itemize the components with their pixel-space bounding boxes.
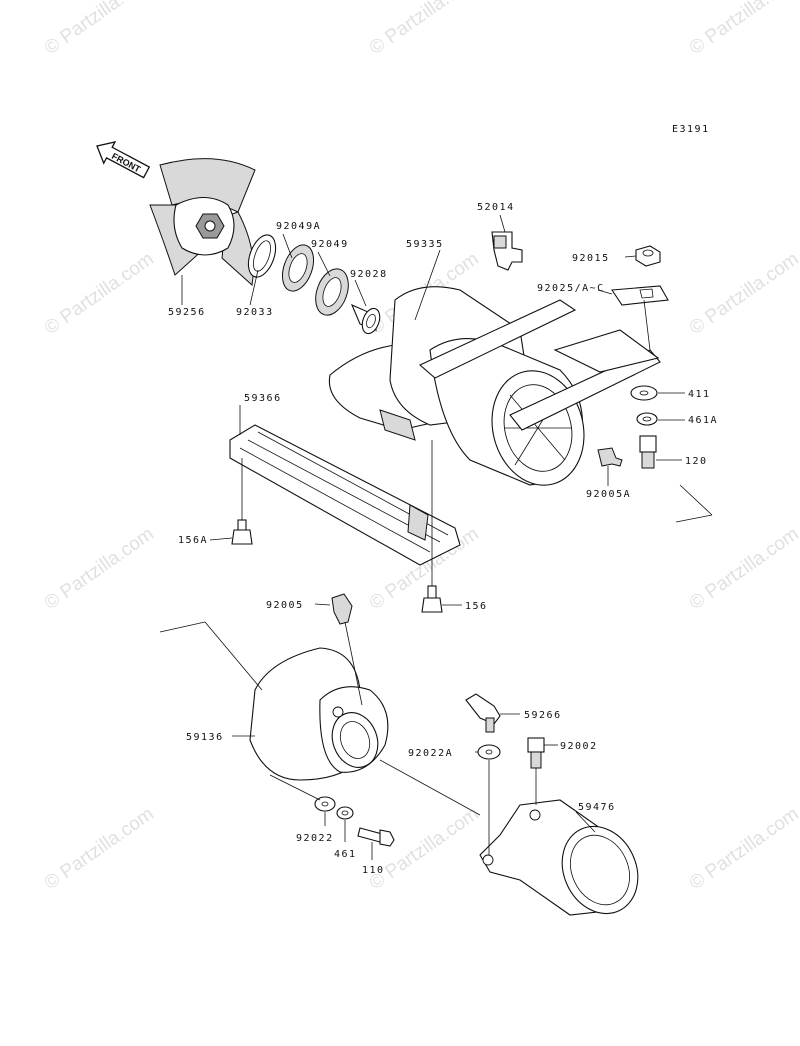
washer-a-part[interactable]	[477, 744, 501, 760]
part-label-59136[interactable]: 59136	[186, 732, 224, 743]
part-label-92002[interactable]: 92002	[560, 741, 598, 752]
ride-plate-pad-part[interactable]	[229, 424, 461, 566]
watermark: © Partzilla.com	[686, 0, 800, 59]
part-label-59476[interactable]: 59476	[578, 802, 616, 813]
part-label-120[interactable]: 120	[685, 456, 708, 467]
part-label-92022[interactable]: 92022	[296, 833, 334, 844]
part-label-92049[interactable]: 92049	[311, 239, 349, 250]
part-label-59256[interactable]: 59256	[168, 307, 206, 318]
hex-bolt-part[interactable]	[357, 827, 395, 847]
shim-part[interactable]	[611, 285, 669, 306]
flange-bolt-a-part[interactable]	[231, 519, 253, 545]
snap-ring-part[interactable]	[243, 231, 281, 281]
diagram-code: E3191	[672, 124, 710, 135]
watermark: © Partzilla.com	[686, 248, 800, 339]
front-arrow-icon: FRONT	[96, 141, 151, 179]
grease-fitting-part[interactable]	[331, 593, 353, 625]
pump-case-part[interactable]	[328, 286, 661, 496]
part-label-92025[interactable]: 92025/A~C	[537, 283, 605, 294]
elbow-fitting-part[interactable]	[465, 693, 501, 733]
part-label-411[interactable]: 411	[688, 389, 711, 400]
socket-bolt-part[interactable]	[639, 435, 657, 469]
watermark: © Partzilla.com	[41, 248, 158, 339]
oil-seal-a-part[interactable]	[277, 241, 320, 296]
nipple-fitting-part[interactable]	[491, 231, 523, 271]
part-label-92049a[interactable]: 92049A	[276, 221, 321, 232]
washer-b-part[interactable]	[314, 796, 336, 812]
watermark: © Partzilla.com	[686, 803, 800, 894]
part-label-92005[interactable]: 92005	[266, 600, 304, 611]
socket-bolt-b-part[interactable]	[527, 737, 545, 769]
part-label-92028[interactable]: 92028	[350, 269, 388, 280]
part-label-156a[interactable]: 156A	[178, 535, 208, 546]
steering-nozzle-part[interactable]	[479, 799, 652, 926]
part-label-59366[interactable]: 59366	[244, 393, 282, 404]
bushing-part[interactable]	[350, 303, 383, 336]
watermark: © Partzilla.com	[41, 0, 158, 59]
watermark: © Partzilla.com	[366, 803, 483, 894]
lock-washer-b-part[interactable]	[336, 806, 354, 820]
part-label-59266[interactable]: 59266	[524, 710, 562, 721]
part-label-461[interactable]: 461	[334, 849, 357, 860]
washer-part[interactable]	[630, 385, 658, 401]
watermark: © Partzilla.com	[686, 523, 800, 614]
nut-part[interactable]	[635, 245, 661, 267]
part-label-59335[interactable]: 59335	[406, 239, 444, 250]
pump-cover-part[interactable]	[249, 647, 389, 781]
part-label-92022a[interactable]: 92022A	[408, 748, 453, 759]
flange-bolt-part[interactable]	[421, 585, 443, 613]
watermark: © Partzilla.com	[41, 523, 158, 614]
part-label-461a[interactable]: 461A	[688, 415, 718, 426]
oil-seal-part[interactable]	[310, 264, 355, 319]
part-label-92033[interactable]: 92033	[236, 307, 274, 318]
watermark: © Partzilla.com	[41, 803, 158, 894]
lock-washer-part[interactable]	[636, 412, 658, 426]
part-label-156[interactable]: 156	[465, 601, 488, 612]
grease-fitting-a-part[interactable]	[597, 447, 623, 467]
impeller-part[interactable]	[149, 158, 256, 286]
part-label-110[interactable]: 110	[362, 865, 385, 876]
part-label-92015[interactable]: 92015	[572, 253, 610, 264]
part-labels: 59256 92033 92049A 92049 92028 59335 520…	[168, 202, 718, 876]
part-label-52014[interactable]: 52014	[477, 202, 515, 213]
leader-lines	[159, 214, 713, 860]
watermark: © Partzilla.com	[366, 0, 483, 59]
part-label-92005a[interactable]: 92005A	[586, 489, 631, 500]
